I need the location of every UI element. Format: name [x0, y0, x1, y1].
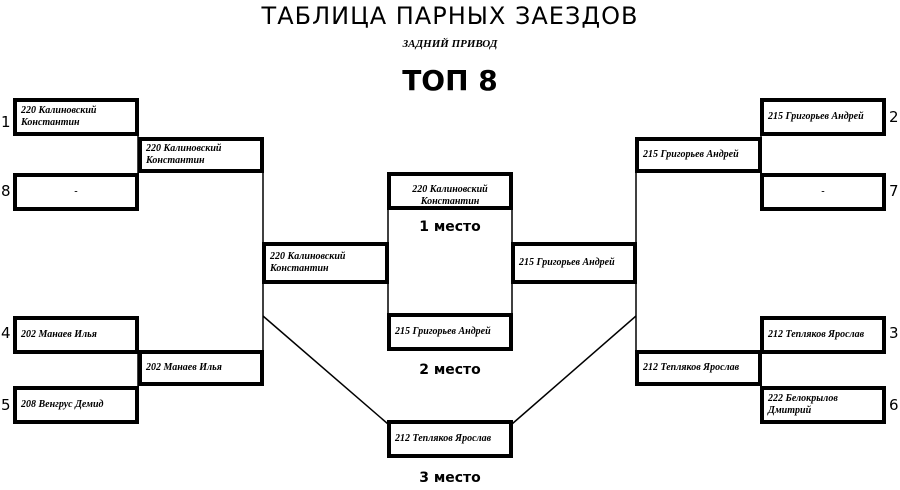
- connector-line: [262, 315, 389, 425]
- bracket-slot: 220 Калиновский Константин: [13, 98, 139, 136]
- winner-slot: 220 Калиновский Константин: [387, 172, 513, 210]
- seed-number: 2: [889, 108, 899, 126]
- bracket-slot: 212 Тепляков Ярослав: [635, 350, 762, 386]
- page-subtitle: ЗАДНИЙ ПРИВОД: [402, 38, 498, 50]
- place-label: 2 место: [419, 362, 481, 378]
- page-title: ТАБЛИЦА ПАРНЫХ ЗАЕЗДОВ: [261, 2, 639, 30]
- bracket-slot: 212 Тепляков Ярослав: [760, 316, 886, 354]
- bracket-slot: 202 Манаев Илья: [13, 316, 139, 354]
- seed-number: 5: [1, 396, 11, 414]
- place-label: 3 место: [419, 470, 481, 486]
- bracket-slot: 208 Венгрус Демид: [13, 386, 139, 424]
- bracket-slot: 220 Калиновский Константин: [262, 242, 389, 284]
- stage-label: ТОП 8: [402, 64, 498, 97]
- seed-number: 4: [1, 324, 11, 342]
- bracket-slot: 202 Манаев Илья: [138, 350, 264, 386]
- bracket-slot: 220 Калиновский Константин: [138, 137, 264, 173]
- connector-line: [511, 315, 637, 425]
- bracket-slot: 222 Белокрылов Дмитрий: [760, 386, 886, 424]
- bracket-slot: -: [760, 173, 886, 211]
- seed-number: 7: [889, 182, 899, 200]
- bracket-slot: 215 Григорьев Андрей: [635, 137, 762, 173]
- seed-number: 3: [889, 324, 899, 342]
- bracket-slot: 215 Григорьев Андрей: [511, 242, 637, 284]
- runner-up-slot: 215 Григорьев Андрей: [387, 313, 513, 351]
- third-place-slot: 212 Тепляков Ярослав: [387, 420, 513, 458]
- seed-number: 6: [889, 396, 899, 414]
- seed-number: 8: [1, 182, 11, 200]
- bracket-slot: 215 Григорьев Андрей: [760, 98, 886, 136]
- place-label: 1 место: [419, 219, 481, 235]
- seed-number: 1: [1, 113, 11, 131]
- bracket-slot: -: [13, 173, 139, 211]
